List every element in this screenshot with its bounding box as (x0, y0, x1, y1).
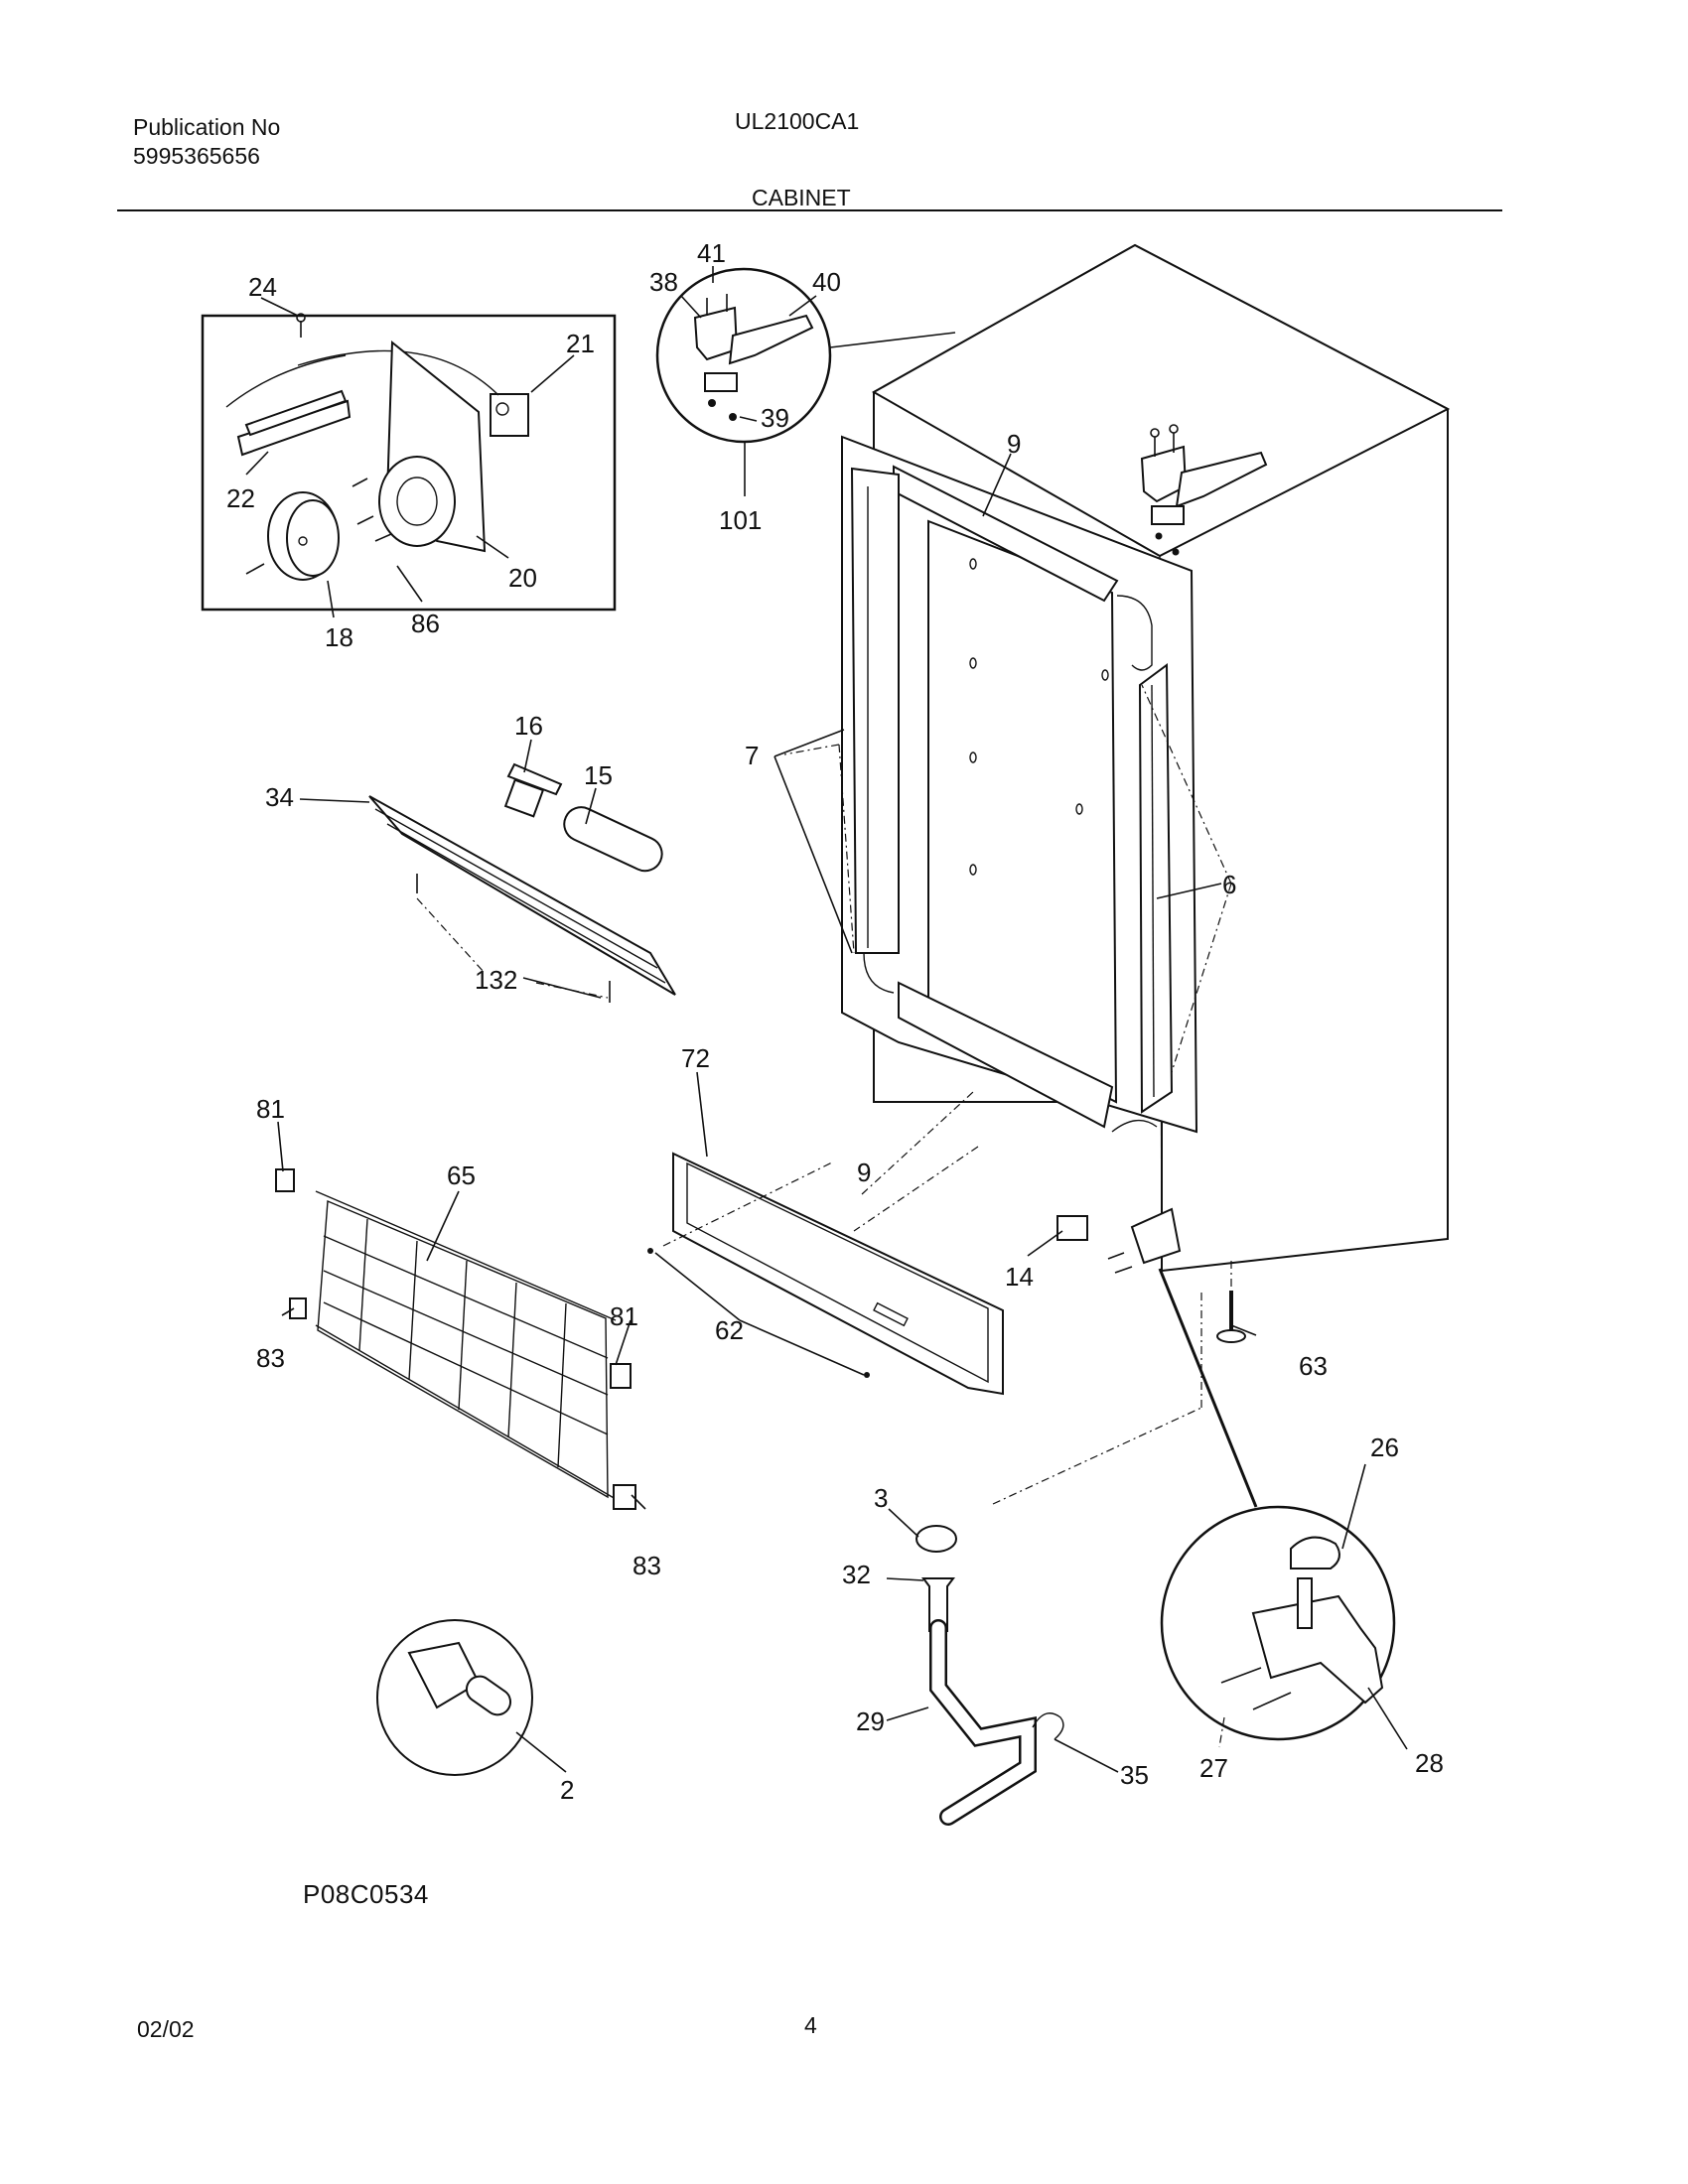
callout-38: 38 (649, 267, 678, 297)
callout-20: 20 (508, 563, 537, 593)
part-callouts: 24 21 22 20 18 86 41 38 40 39 101 9 7 6 … (226, 238, 1444, 1805)
callout-16: 16 (514, 711, 543, 741)
callout-101: 101 (719, 505, 762, 535)
callout-18: 18 (325, 622, 353, 652)
publication-number: 5995365656 (133, 143, 260, 169)
callout-35: 35 (1120, 1760, 1149, 1790)
callout-39: 39 (761, 403, 789, 433)
drain-fitting-circle (376, 1619, 533, 1776)
leveling-leg (1216, 1291, 1246, 1343)
callout-29: 29 (856, 1706, 885, 1736)
drain-assembly (915, 1525, 1064, 1826)
callout-65: 65 (447, 1160, 476, 1190)
callout-40: 40 (812, 267, 841, 297)
callout-32: 32 (842, 1560, 871, 1589)
door-switch (1056, 1207, 1182, 1274)
callout-41: 41 (697, 238, 726, 268)
callout-132: 132 (475, 965, 517, 995)
bottom-hinge-circle (1158, 1268, 1396, 1741)
model-number: UL2100CA1 (735, 108, 860, 134)
light-assembly (368, 762, 676, 1003)
publication-date: 02/02 (137, 2016, 195, 2042)
callout-72: 72 (681, 1043, 710, 1073)
callout-86: 86 (411, 609, 440, 638)
callout-14: 14 (1005, 1262, 1034, 1292)
callout-83-right: 83 (633, 1551, 661, 1580)
callout-63: 63 (1299, 1351, 1328, 1381)
callout-21: 21 (566, 329, 595, 358)
callout-9-top: 9 (1007, 429, 1021, 459)
callout-15: 15 (584, 760, 613, 790)
kick-plate (647, 1152, 1004, 1396)
callout-26: 26 (1370, 1433, 1399, 1462)
fan-motor-inset (201, 313, 617, 612)
callout-28: 28 (1415, 1748, 1444, 1778)
callout-3: 3 (874, 1483, 888, 1513)
hinge-detail-circle (655, 267, 956, 444)
callout-27: 27 (1199, 1753, 1228, 1783)
callout-62: 62 (715, 1315, 744, 1345)
callout-9-bottom: 9 (857, 1158, 871, 1187)
page-number: 4 (804, 2012, 817, 2038)
publication-label: Publication No (133, 114, 281, 140)
callout-6: 6 (1222, 870, 1236, 899)
callout-83-left: 83 (256, 1343, 285, 1373)
door-liner (841, 435, 1198, 1134)
toe-grille (275, 1168, 636, 1510)
callout-7: 7 (745, 741, 759, 770)
callout-81-top: 81 (256, 1094, 285, 1124)
callout-34: 34 (265, 782, 294, 812)
leader-lines (245, 266, 1408, 1773)
callout-22: 22 (226, 483, 255, 513)
callout-81-right: 81 (610, 1301, 638, 1331)
header-divider (117, 209, 1502, 211)
drawing-code: P08C0534 (303, 1879, 429, 1909)
top-hinge (1140, 424, 1268, 556)
callout-24: 24 (248, 272, 277, 302)
callout-2: 2 (560, 1775, 574, 1805)
section-title: CABINET (752, 185, 851, 210)
